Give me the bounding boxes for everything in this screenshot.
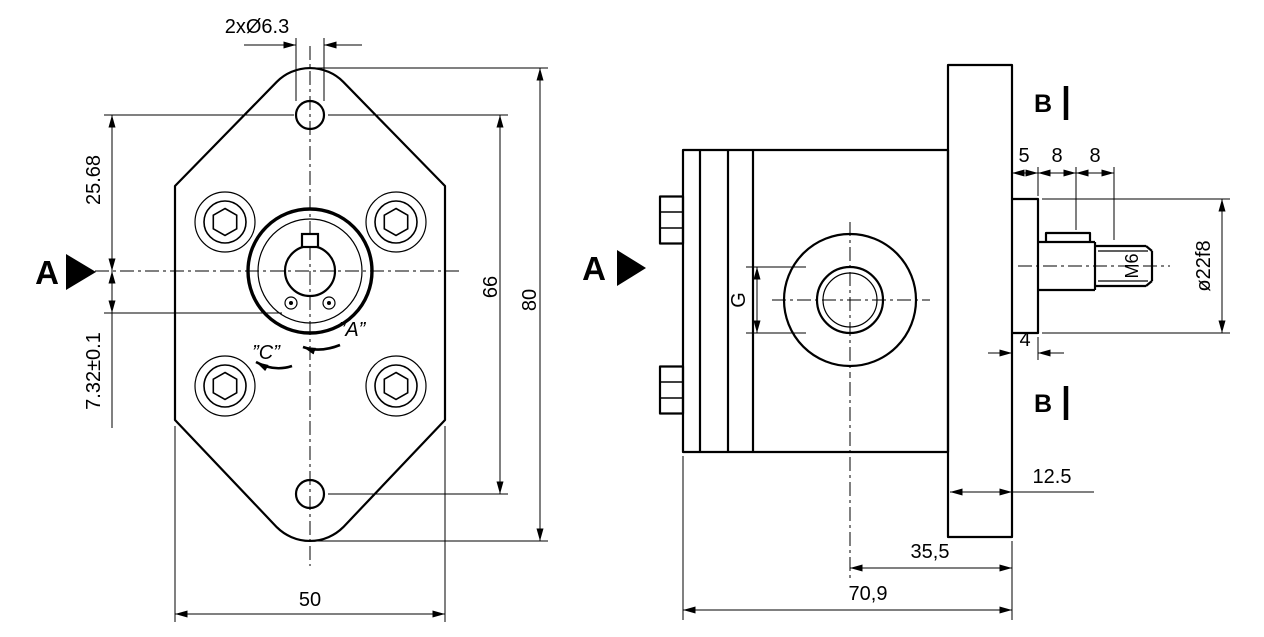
view-arrow-icon <box>617 250 646 286</box>
dowel-pin-left-center <box>289 301 293 305</box>
view-arrow-a-front: A <box>35 254 96 291</box>
dim-text: ø22f8 <box>1193 240 1215 291</box>
dim-top-holes: 2xØ6.3 <box>225 16 362 101</box>
dim-center-to-flange: 35,5 <box>849 382 1013 620</box>
view-label: A <box>35 254 59 291</box>
side-view: M6 B B A G <box>582 63 1230 620</box>
dim-text: 80 <box>519 289 541 311</box>
view-label: A <box>582 250 606 287</box>
view-arrow-icon <box>66 254 96 290</box>
dim-hole-to-center: 25.68 <box>83 114 294 271</box>
dim-hole-spacing: 66 <box>328 114 508 495</box>
dim-shaft-steps: 5 8 8 <box>1012 145 1115 240</box>
drive-shaft: M6 <box>1038 231 1154 292</box>
dim-text: 8 <box>1089 145 1100 167</box>
front-view: ”A” ”C” 2xØ6.3 25.68 7.32±0.1 <box>35 16 548 622</box>
view-arrow-a-side: A <box>582 250 646 287</box>
socket-screw-top-left <box>194 191 256 253</box>
dim-flange-thickness: 12.5 <box>950 466 1094 496</box>
mounting-hole-top <box>294 99 326 131</box>
section-mark-b-bottom: B <box>1034 386 1069 420</box>
dim-overall-width: 50 <box>174 426 446 622</box>
dim-text: 5 <box>1018 145 1029 167</box>
dowel-pin-right-center <box>327 301 331 305</box>
dim-overall-height: 80 <box>316 67 548 542</box>
pilot-boss-outer <box>246 207 374 335</box>
rotation-arrow-a <box>302 343 341 355</box>
dim-text: 4 <box>1019 329 1030 351</box>
thread-chamfer <box>1145 280 1153 287</box>
dim-pilot-diameter: ø22f8 <box>1042 198 1230 334</box>
pilot-boss-inner <box>257 218 363 324</box>
section-label: B <box>1034 390 1052 418</box>
dim-text: 35,5 <box>911 541 950 563</box>
dim-text: 7.32±0.1 <box>83 332 105 410</box>
flange-outline <box>173 67 447 542</box>
keyway <box>300 232 320 249</box>
dim-pin-offset: 7.32±0.1 <box>83 271 282 428</box>
section-mark-b-top: B <box>1034 86 1069 120</box>
thread-chamfer <box>1145 245 1153 252</box>
dim-text: 8 <box>1051 145 1062 167</box>
dim-text: 50 <box>299 589 321 611</box>
dim-text: G <box>728 292 750 308</box>
rotation-arrow-c <box>255 360 293 372</box>
dowel-pin-right <box>322 296 336 310</box>
mounting-hole-bottom <box>294 478 326 510</box>
port-label-a: ”A” <box>339 319 367 341</box>
mounting-flange <box>946 63 1014 539</box>
dim-overall-length: 70,9 <box>682 456 1012 620</box>
tie-bolt-nut-top <box>658 195 685 245</box>
dim-text: 12.5 <box>1033 466 1072 488</box>
dim-gear-width: G <box>728 266 806 334</box>
port-label-c: ”C” <box>252 342 281 364</box>
dowel-pin-left <box>284 296 298 310</box>
dim-text: 70,9 <box>849 583 888 605</box>
pump-body <box>681 148 950 454</box>
socket-screw-bottom-right <box>365 355 427 417</box>
dim-text: 25.68 <box>83 155 105 205</box>
socket-screw-top-right <box>365 191 427 253</box>
socket-screw-bottom-left <box>194 355 256 417</box>
section-label: B <box>1034 90 1052 118</box>
shaft-key <box>1044 231 1092 242</box>
dim-text: 66 <box>480 276 502 298</box>
dim-text: 2xØ6.3 <box>225 16 289 38</box>
tie-bolt-nut-bottom <box>658 365 685 415</box>
dim-pilot-length: 4 <box>988 329 1064 360</box>
